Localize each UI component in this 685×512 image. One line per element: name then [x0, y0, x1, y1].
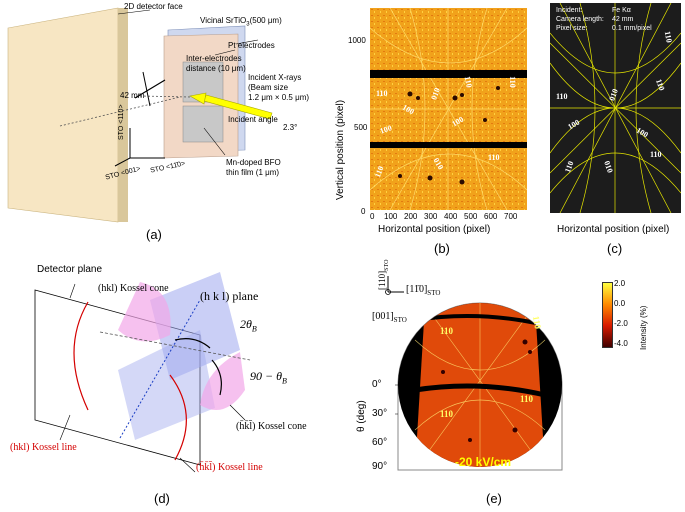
- colorbar-label: Intensity (%): [639, 305, 648, 350]
- electrode-shadow-top: [370, 70, 527, 78]
- e-theta-label: θ (deg): [356, 400, 367, 432]
- miller-b-6: 110: [488, 153, 500, 162]
- xray-beam-head: [189, 92, 207, 105]
- electrode-shadow-bottom: [370, 142, 527, 148]
- b-xtick: 300: [424, 212, 438, 221]
- miller-c-8: 110: [662, 30, 674, 44]
- camera-value: 42 mm: [612, 16, 634, 23]
- miller-e-2: 110: [440, 409, 454, 419]
- colorbar-tick-2: -2.0: [614, 319, 628, 328]
- xrays-label-1: Incident X-rays: [248, 73, 302, 82]
- substrate-label: Vicinal SrTiO3(500 μm): [200, 16, 282, 28]
- detector-face-label: 2D detector face: [124, 2, 183, 11]
- b-ytick-2: 0: [361, 207, 366, 216]
- xrays-label-3: 1.2 μm × 0.5 μm): [248, 93, 310, 102]
- b-xtick: 600: [484, 212, 498, 221]
- hkl-kossel-cone: [118, 282, 171, 342]
- e-theta-tick-3: 90°: [372, 461, 388, 472]
- incident-angle-label: Incident angle: [228, 115, 278, 124]
- xrays-label-2: (Beam size: [248, 83, 289, 92]
- b-ytick-0: 1000: [348, 36, 366, 45]
- miller-b-9: 110: [507, 76, 517, 88]
- detector-face: [7, 7, 119, 223]
- inter-distance-label-2: distance (10 μm): [186, 64, 246, 73]
- b-xtick: 500: [464, 212, 478, 221]
- e-theta-tick-2: 60°: [372, 437, 388, 448]
- panel-e-stereogram: [395, 302, 563, 471]
- bar-kossel-line: [169, 374, 187, 461]
- inter-distance-label-1: Inter-electrodes: [186, 54, 242, 63]
- incident-value: Fe Kα: [612, 7, 631, 14]
- bar-line-label: (h̄k̄l̄) Kossel line: [196, 462, 263, 473]
- film-label-1: Mn-doped BFO: [226, 158, 281, 167]
- pt-electrodes-label: Pt electrodes: [228, 41, 275, 50]
- e-field-label: -20 kV/cm: [455, 455, 512, 469]
- colorbar: [602, 282, 613, 348]
- detector-side: [118, 8, 128, 222]
- kossel-image-b: 110 010 100 110 100 100 110 110 010 110: [370, 8, 527, 210]
- film-label-2: thin film (1 μm): [226, 168, 280, 177]
- miller-e-3: 110: [520, 394, 534, 404]
- b-xtick: 700: [504, 212, 518, 221]
- b-xticks: 0 100 200 300 400 500 600 700: [366, 213, 536, 223]
- pixel-key: Pixel size:: [556, 25, 588, 32]
- colorbar-tick-1: 0.0: [614, 299, 626, 308]
- miller-c-0: 110: [556, 92, 568, 101]
- panel-a-illustration: [7, 7, 273, 223]
- sto110-label: STO <110>: [118, 104, 125, 140]
- pt-electrode-bottom: [182, 105, 224, 143]
- e-axes-indicator: [385, 276, 404, 295]
- b-xtick: 100: [384, 212, 398, 221]
- pixel-value: 0.1 mm/pixel: [612, 25, 652, 32]
- bar-kossel-cone: [200, 352, 245, 410]
- hkl-line-label: (hkl) Kossel line: [10, 442, 77, 453]
- c-xlabel: Horizontal position (pixel): [557, 224, 670, 235]
- hkl-cone-label: (hkl) Kossel cone: [98, 283, 169, 294]
- hkl-kossel-line: [73, 301, 89, 411]
- angle-value-label: 2.3°: [283, 123, 298, 132]
- caption-d: (d): [154, 491, 170, 506]
- e-theta-tick-0: 0°: [372, 379, 382, 390]
- kossel-simulation-c: Incident: Fe Kα Camera length: 42 mm Pix…: [550, 3, 681, 213]
- miller-b-3: 110: [462, 75, 474, 89]
- e-theta-tick-1: 30°: [372, 408, 388, 419]
- miller-b-0: 110: [376, 89, 388, 98]
- b-xtick: 0: [370, 212, 375, 221]
- miller-c-5: 110: [650, 150, 662, 159]
- e-axis-001: [001]STO: [372, 311, 407, 324]
- b-xtick: 400: [444, 212, 458, 221]
- bar-cone-label: (h̄k̄l̄) Kossel cone: [236, 421, 307, 432]
- caption-e: (e): [486, 491, 502, 506]
- miller-e-0: 110: [440, 326, 454, 336]
- b-xtick: 200: [404, 212, 418, 221]
- camera-key: Camera length:: [556, 16, 604, 23]
- hkl-plane: [150, 272, 240, 380]
- e-axis-1m10: [11̄0]STO: [406, 284, 441, 297]
- e-axis-110: [110]STO: [377, 259, 390, 290]
- two-theta-label: 2θB: [240, 317, 257, 334]
- colorbar-tick-0: 2.0: [614, 279, 626, 288]
- caption-c: (c): [607, 241, 623, 256]
- hkl-plane-lower: [118, 330, 215, 440]
- caption-a: (a): [146, 227, 162, 242]
- b-ylabel: Vertical position (pixel): [335, 99, 346, 200]
- ninety-theta-label: 90 − θB: [250, 369, 287, 386]
- b-xlabel: Horizontal position (pixel): [378, 224, 491, 235]
- incident-key: Incident:: [556, 7, 583, 14]
- axis-001: [114, 157, 131, 167]
- miller-e-1: 110: [530, 315, 544, 330]
- panel-d-illustration: [34, 272, 251, 473]
- colorbar-tick-3: -4.0: [614, 339, 628, 348]
- caption-b: (b): [434, 241, 450, 256]
- distance-label: 42 mm: [120, 91, 145, 100]
- b-ytick-1: 500: [354, 123, 368, 132]
- detector-plane-label: Detector plane: [37, 264, 103, 275]
- hkl-plane-label: (h k l) plane: [200, 289, 259, 303]
